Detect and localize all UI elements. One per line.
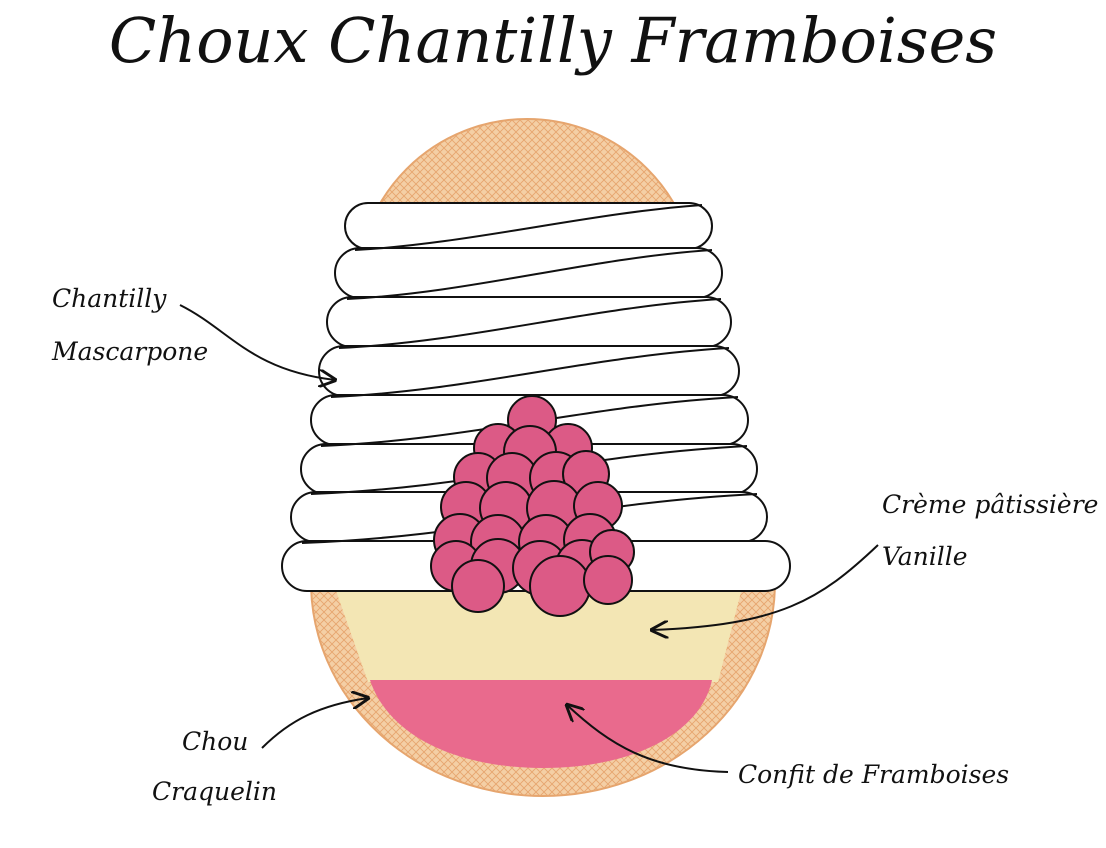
chantilly-spiral-line — [354, 204, 703, 251]
label-chou-line1: Chou — [182, 727, 248, 756]
chantilly-swirl — [334, 247, 723, 299]
raspberry — [529, 555, 591, 617]
arrow-chantilly — [179, 304, 335, 380]
arrow-chou — [261, 698, 368, 749]
page-title: Choux Chantilly Framboises — [109, 4, 997, 77]
chantilly-swirls — [281, 202, 791, 592]
raspberry — [451, 559, 505, 613]
chantilly-spiral-line — [338, 298, 722, 349]
label-chantilly-line2: Mascarpone — [51, 337, 208, 366]
chantilly-spiral-line — [330, 347, 730, 398]
chantilly-swirl — [318, 345, 740, 397]
chantilly-swirl — [326, 296, 732, 348]
confit-framboises-layer — [370, 680, 712, 768]
raspberry-cluster — [430, 395, 635, 617]
label-confit: Confit de Framboises — [738, 760, 1009, 789]
craquelin-top-cap — [379, 118, 675, 202]
label-creme-line1: Crème pâtissière — [882, 490, 1098, 519]
label-creme-line2: Vanille — [882, 542, 968, 571]
label-chantilly-line1: Chantilly — [52, 284, 167, 313]
creme-patissiere-layer — [335, 588, 742, 682]
arrow-creme — [652, 544, 879, 630]
raspberry — [583, 555, 633, 605]
chantilly-spiral-line — [346, 249, 713, 300]
arrow-confit — [567, 705, 729, 773]
label-chou-line2: Craquelin — [152, 777, 277, 806]
